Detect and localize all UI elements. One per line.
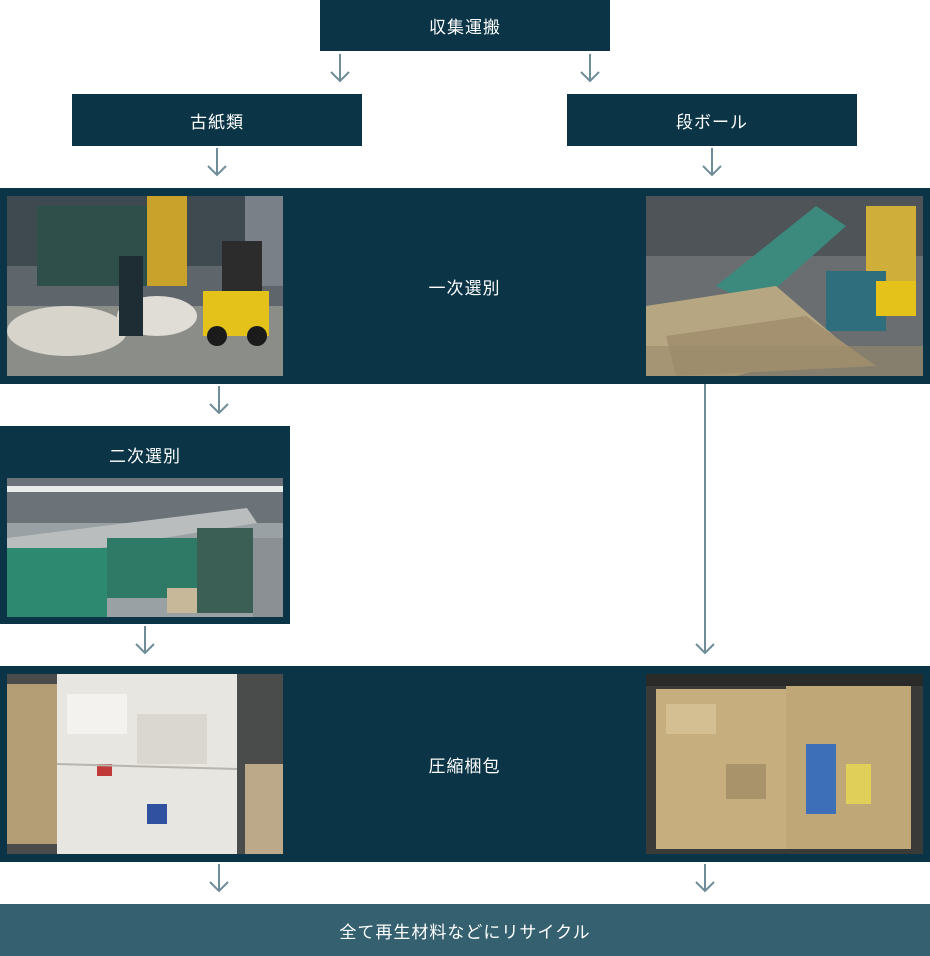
compress-label: 圧縮梱包 (428, 756, 501, 777)
cardboard-label: 段ボール (676, 112, 748, 133)
secondary-sort-label: 二次選別 (109, 447, 181, 467)
compress-photo-right (646, 674, 923, 854)
secondary-sort-photo (7, 478, 283, 617)
recycle-box: 全て再生材料などにリサイクル (0, 904, 930, 956)
primary-sort-photo-left (7, 196, 283, 376)
primary-sort-photo-right (646, 196, 923, 376)
cardboard-box: 段ボール (567, 94, 857, 146)
old-paper-box: 古紙類 (72, 94, 362, 146)
arrow-down-icon (330, 54, 350, 83)
recycle-label: 全て再生材料などにリサイクル (339, 922, 591, 943)
primary-sort-label: 一次選別 (428, 278, 501, 299)
arrow-down-long-icon (695, 384, 715, 655)
arrow-down-icon (702, 148, 722, 177)
old-paper-label: 古紙類 (190, 112, 244, 133)
arrow-down-icon (695, 864, 715, 893)
collection-box: 収集運搬 (320, 0, 610, 51)
arrow-down-icon (580, 54, 600, 83)
arrow-down-icon (209, 386, 229, 415)
arrow-down-icon (209, 864, 229, 893)
arrow-down-icon (207, 148, 227, 177)
collection-label: 収集運搬 (429, 18, 501, 38)
compress-photo-left (7, 674, 283, 854)
arrow-down-icon (135, 626, 155, 655)
